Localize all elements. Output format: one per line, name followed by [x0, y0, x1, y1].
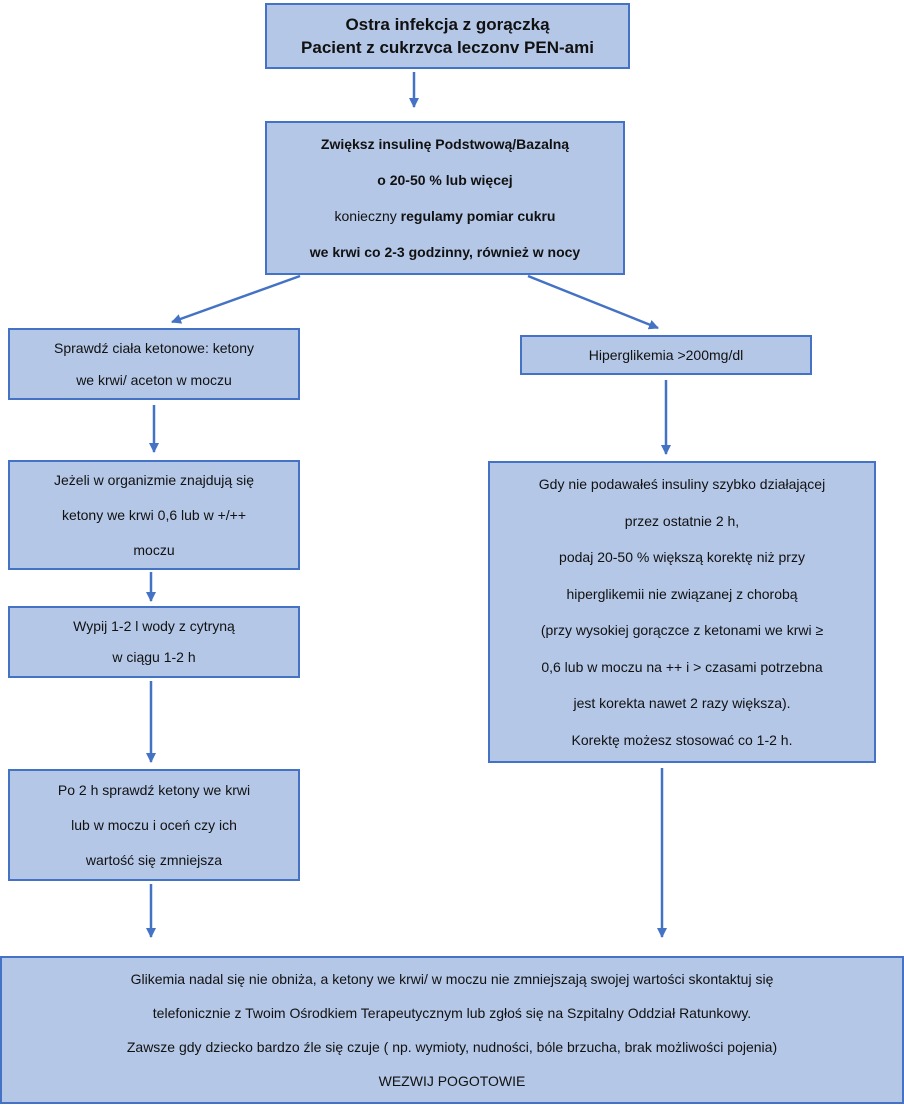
correction-line-1: Gdy nie podawałeś insuliny szybko działa…: [538, 476, 826, 492]
correction-line-7: jest korekta nawet 2 razy większa).: [573, 695, 791, 711]
ketones-present-line-1: Jeżeli w organizmie znajdują się: [54, 471, 254, 488]
box-acute-infection: Ostra infekcja z gorączką Pacient z cukr…: [265, 3, 630, 69]
correction-line-5: (przy wysokiej gorączce z ketonami we kr…: [540, 622, 824, 638]
final-line-1: Glikemia nadal się nie obniża, a ketony …: [130, 971, 774, 987]
box-increase-insulin: Zwiększ insulinę Podstwową/Bazalną o 20-…: [265, 121, 625, 275]
box-correction-dose: Gdy nie podawałeś insuliny szybko działa…: [488, 461, 876, 763]
insulin-line-3: konieczny regulamy pomiar cukru: [335, 198, 556, 234]
box-ketones-present: Jeżeli w organizmie znajdują się ketony …: [8, 460, 300, 570]
insulin-line-2: o 20-50 % lub więcej: [377, 172, 513, 188]
box-check-ketones: Sprawdź ciała ketonowe: ketony we krwi/ …: [8, 328, 300, 400]
final-line-4: WEZWIJ POGOTOWIE: [378, 1073, 526, 1089]
recheck-line-3: wartość się zmniejsza: [85, 851, 223, 868]
ketones-check-line-1: Sprawdź ciała ketonowe: ketony: [54, 340, 254, 356]
insulin-line-3-regular: konieczny: [334, 208, 401, 224]
arrow-insulin-to-ketones-check: [171, 274, 301, 324]
correction-line-4: hiperglikemii nie związanej z chorobą: [566, 585, 798, 602]
drink-line-2: w ciągu 1-2 h: [112, 649, 196, 665]
arrow-insulin-to-hyperglycemia: [527, 274, 659, 330]
final-line-2: telefonicznie z Twoim Ośrodkiem Terapeut…: [152, 1005, 752, 1021]
recheck-line-2: lub w moczu i oceń czy ich: [71, 816, 237, 833]
drink-line-1: Wypij 1-2 l wody z cytryną: [73, 618, 235, 634]
title-line-2: Pacient z cukrzvca leczonv PEN-ami: [301, 38, 594, 57]
ketones-check-line-2: we krwi/ aceton w moczu: [76, 372, 232, 388]
title-line-1: Ostra infekcja z gorączką: [345, 15, 550, 34]
box-recheck-ketones: Po 2 h sprawdź ketony we krwi lub w mocz…: [8, 769, 300, 881]
ketones-present-line-3: moczu: [133, 541, 175, 558]
insulin-line-4: we krwi co 2-3 godzinny, również w nocy: [309, 244, 581, 260]
insulin-line-1: Zwiększ insulinę Podstwową/Bazalną: [320, 136, 570, 152]
correction-line-6: 0,6 lub w moczu na ++ i > czasami potrze…: [541, 658, 823, 675]
box-call-emergency: Glikemia nadal się nie obniża, a ketony …: [0, 956, 904, 1104]
ketones-present-line-2: ketony we krwi 0,6 lub w +/++: [61, 506, 247, 523]
box-drink-water: Wypij 1-2 l wody z cytryną w ciągu 1-2 h: [8, 606, 300, 678]
correction-line-8: Korektę możesz stosować co 1-2 h.: [571, 731, 793, 748]
box-hyperglycemia: Hiperglikemia >200mg/dl: [520, 335, 812, 375]
correction-line-3: podaj 20-50 % większą korektę niż przy: [559, 549, 805, 565]
recheck-line-1: Po 2 h sprawdź ketony we krwi: [57, 781, 251, 798]
hyperglycemia-line-1: Hiperglikemia >200mg/dl: [588, 347, 744, 363]
final-line-3: Zawsze gdy dziecko bardzo źle się czuje …: [126, 1039, 778, 1055]
correction-line-2: przez ostatnie 2 h,: [624, 512, 740, 529]
insulin-line-3-bold: regulamy pomiar cukru: [400, 208, 556, 224]
